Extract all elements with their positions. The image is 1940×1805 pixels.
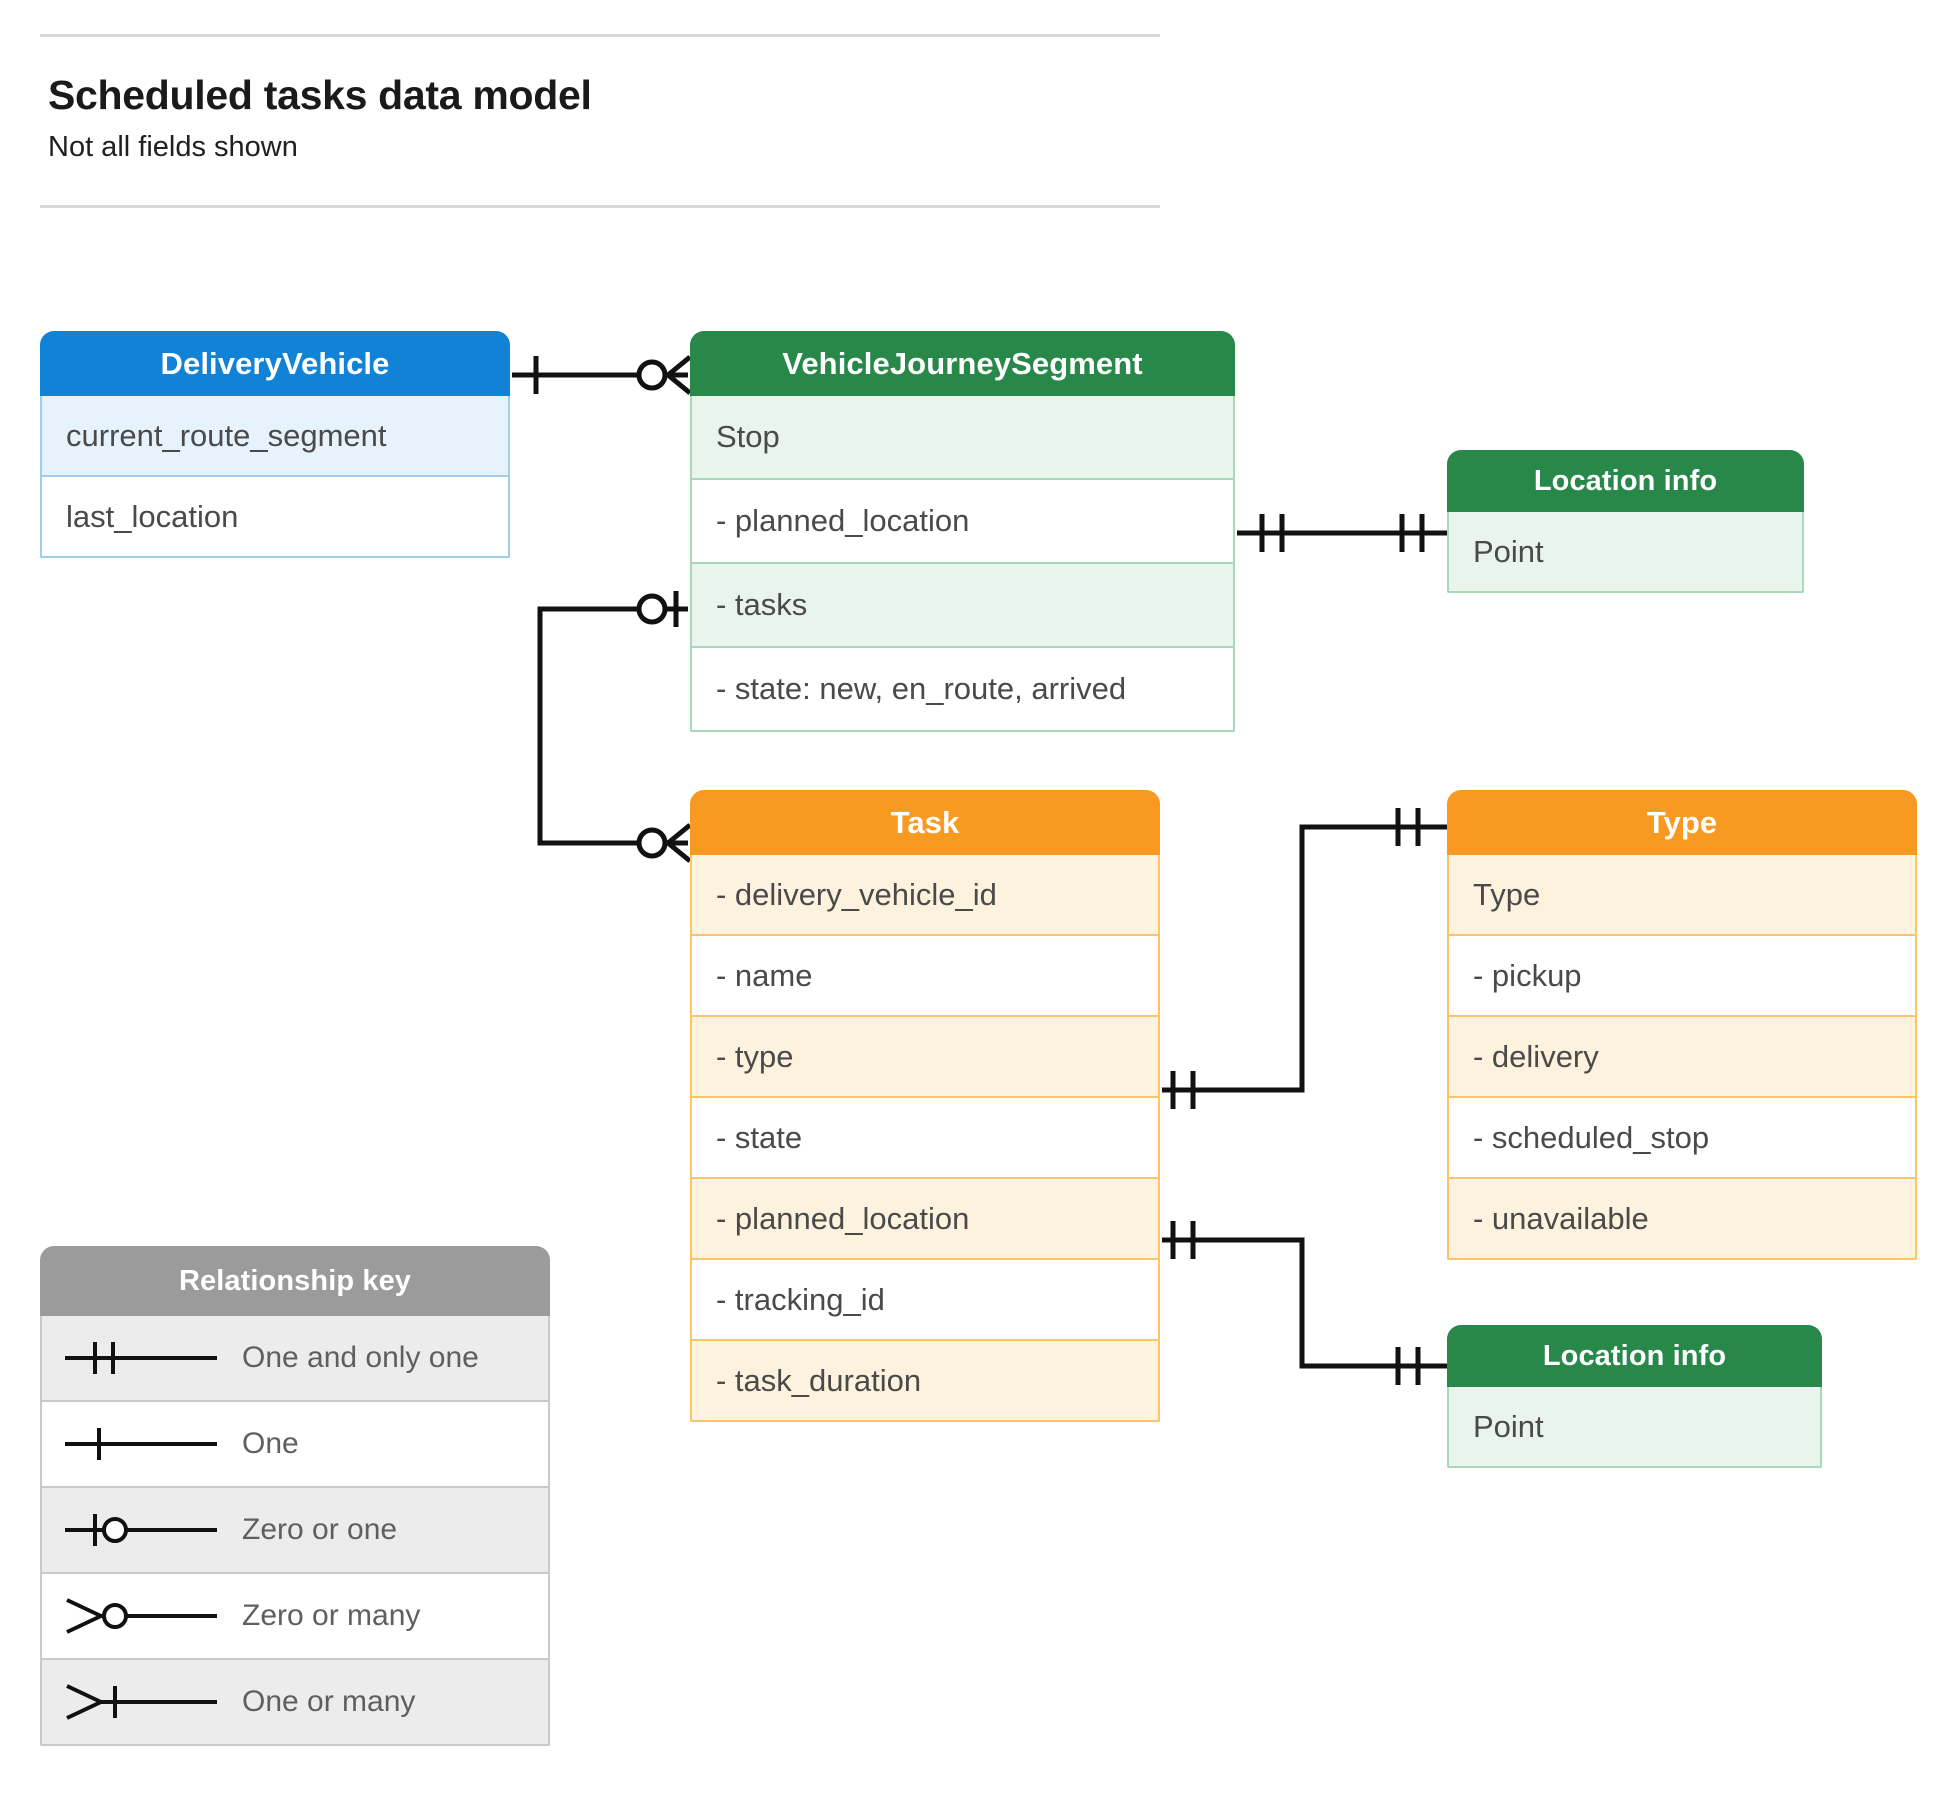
entity-header-type: Type [1447,790,1917,855]
header-divider-top [40,34,1160,37]
entity-row[interactable]: - tasks [690,564,1235,648]
entity-header-location-info-bottom: Location info [1447,1325,1822,1387]
entity-header-vehicle-journey-segment: VehicleJourneySegment [690,331,1235,396]
one-or-many-icon [42,1680,242,1724]
one-icon [42,1422,242,1466]
legend-item-label: One and only one [242,1341,479,1374]
entity-row[interactable]: - type [690,1017,1160,1098]
entity-row[interactable]: - planned_location [690,480,1235,564]
legend-item: One and only one [40,1316,550,1402]
entity-row[interactable]: Stop [690,396,1235,480]
entity-type[interactable]: Type Type - pickup - delivery - schedule… [1447,790,1917,1260]
page-subtitle: Not all fields shown [48,131,298,163]
entity-row[interactable]: Point [1447,512,1804,593]
entity-row[interactable]: Type [1447,855,1917,936]
entity-row[interactable]: - delivery [1447,1017,1917,1098]
zero-or-many-icon [42,1594,242,1638]
entity-row[interactable]: Point [1447,1387,1822,1468]
entity-row[interactable]: - state: new, en_route, arrived [690,648,1235,732]
legend-item-label: Zero or one [242,1513,398,1546]
entity-delivery-vehicle[interactable]: DeliveryVehicle current_route_segment la… [40,331,510,558]
entity-row[interactable]: - pickup [1447,936,1917,1017]
header-divider-bottom [40,205,1160,208]
entity-row[interactable]: - scheduled_stop [1447,1098,1917,1179]
legend-item: One [40,1402,550,1488]
legend-item-label: One [242,1427,299,1460]
entity-row[interactable]: - planned_location [690,1179,1160,1260]
zero-or-one-icon [42,1508,242,1552]
entity-row[interactable]: - state [690,1098,1160,1179]
entity-header-delivery-vehicle: DeliveryVehicle [40,331,510,396]
legend-item: Zero or one [40,1488,550,1574]
entity-row[interactable]: last_location [40,477,510,558]
entity-row[interactable]: - task_duration [690,1341,1160,1422]
relationship-key-legend[interactable]: Relationship key One and only one [40,1246,550,1746]
entity-row[interactable]: - unavailable [1447,1179,1917,1260]
entity-row[interactable]: - name [690,936,1160,1017]
entity-location-info-top[interactable]: Location info Point [1447,450,1804,593]
entity-location-info-bottom[interactable]: Location info Point [1447,1325,1822,1468]
entity-row[interactable]: - tracking_id [690,1260,1160,1341]
entity-header-task: Task [690,790,1160,855]
entity-task[interactable]: Task - delivery_vehicle_id - name - type… [690,790,1160,1422]
entity-vehicle-journey-segment[interactable]: VehicleJourneySegment Stop - planned_loc… [690,331,1235,732]
legend-item: One or many [40,1660,550,1746]
legend-header: Relationship key [40,1246,550,1316]
entity-row[interactable]: - delivery_vehicle_id [690,855,1160,936]
entity-header-location-info-top: Location info [1447,450,1804,512]
page-title: Scheduled tasks data model [48,72,592,118]
one-and-only-one-icon [42,1336,242,1380]
entity-row[interactable]: current_route_segment [40,396,510,477]
legend-item-label: Zero or many [242,1599,421,1632]
legend-item-label: One or many [242,1685,416,1718]
legend-item: Zero or many [40,1574,550,1660]
